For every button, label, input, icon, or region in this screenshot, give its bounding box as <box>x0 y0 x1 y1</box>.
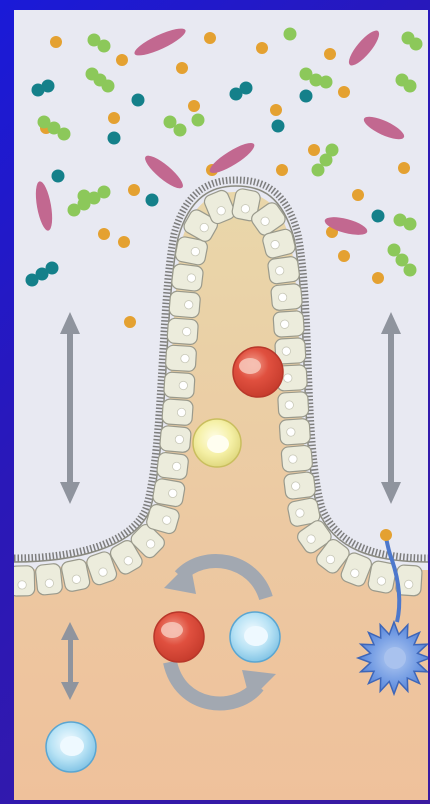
orange-particle <box>108 112 120 124</box>
epithelial-cell <box>169 291 201 318</box>
orange-particle <box>338 250 350 262</box>
epithelial-cell <box>167 318 199 345</box>
epithelial-cell <box>164 372 195 399</box>
orange-particle <box>50 36 62 48</box>
epithelial-cell <box>14 566 35 597</box>
orange-particle <box>204 32 216 44</box>
epithelial-cell <box>281 445 313 472</box>
teal-bacterium <box>46 262 59 275</box>
blue-immune-cell-bottom <box>46 722 96 772</box>
teal-bacterium <box>240 82 253 95</box>
orange-particle <box>176 62 188 74</box>
green-bacterium <box>284 28 297 41</box>
green-bacterium <box>98 186 111 199</box>
green-bacterium <box>58 128 71 141</box>
epithelial-cell <box>273 311 305 338</box>
epithelial-cell <box>278 392 309 419</box>
red-immune-cell-villus <box>233 347 283 397</box>
epithelial-cell <box>35 563 63 595</box>
orange-particle <box>270 104 282 116</box>
green-bacterium <box>312 164 325 177</box>
red-immune-cell-tissue <box>154 612 204 662</box>
epithelial-cell <box>165 345 196 372</box>
diagram-canvas <box>14 10 428 800</box>
gut-villus-diagram <box>14 10 428 800</box>
green-bacterium <box>192 114 205 127</box>
orange-particle <box>256 42 268 54</box>
epithelial-cell <box>152 478 186 508</box>
epithelial-cell <box>156 452 189 480</box>
orange-particle <box>352 189 364 201</box>
green-bacterium <box>102 80 115 93</box>
orange-particle <box>128 184 140 196</box>
epithelial-cell <box>267 256 300 285</box>
yellow-immune-cell <box>193 419 241 467</box>
epithelial-cell <box>283 471 316 500</box>
orange-particle <box>98 228 110 240</box>
teal-bacterium <box>146 194 159 207</box>
teal-bacterium <box>52 170 65 183</box>
epithelial-cell <box>271 283 303 311</box>
teal-bacterium <box>132 94 145 107</box>
epithelial-cell <box>171 263 204 291</box>
orange-particle <box>372 272 384 284</box>
teal-bacterium <box>108 132 121 145</box>
epithelial-cell <box>159 425 191 453</box>
orange-particle <box>308 144 320 156</box>
blue-immune-cell-tissue <box>230 612 280 662</box>
green-bacterium <box>404 264 417 277</box>
orange-particle <box>324 48 336 60</box>
orange-particle <box>398 162 410 174</box>
teal-bacterium <box>42 80 55 93</box>
epithelial-cell <box>279 418 311 445</box>
teal-bacterium <box>300 90 313 103</box>
orange-particle <box>124 316 136 328</box>
orange-particle <box>116 54 128 66</box>
teal-bacterium <box>272 120 285 133</box>
green-bacterium <box>410 38 423 51</box>
orange-particle <box>338 86 350 98</box>
green-bacterium <box>78 190 91 203</box>
orange-particle <box>276 164 288 176</box>
green-bacterium <box>98 40 111 53</box>
green-bacterium <box>404 218 417 231</box>
green-bacterium <box>174 124 187 137</box>
teal-bacterium <box>372 210 385 223</box>
green-bacterium <box>404 80 417 93</box>
epithelial-cell <box>162 399 194 426</box>
orange-particle <box>118 236 130 248</box>
green-bacterium <box>320 76 333 89</box>
orange-particle <box>188 100 200 112</box>
